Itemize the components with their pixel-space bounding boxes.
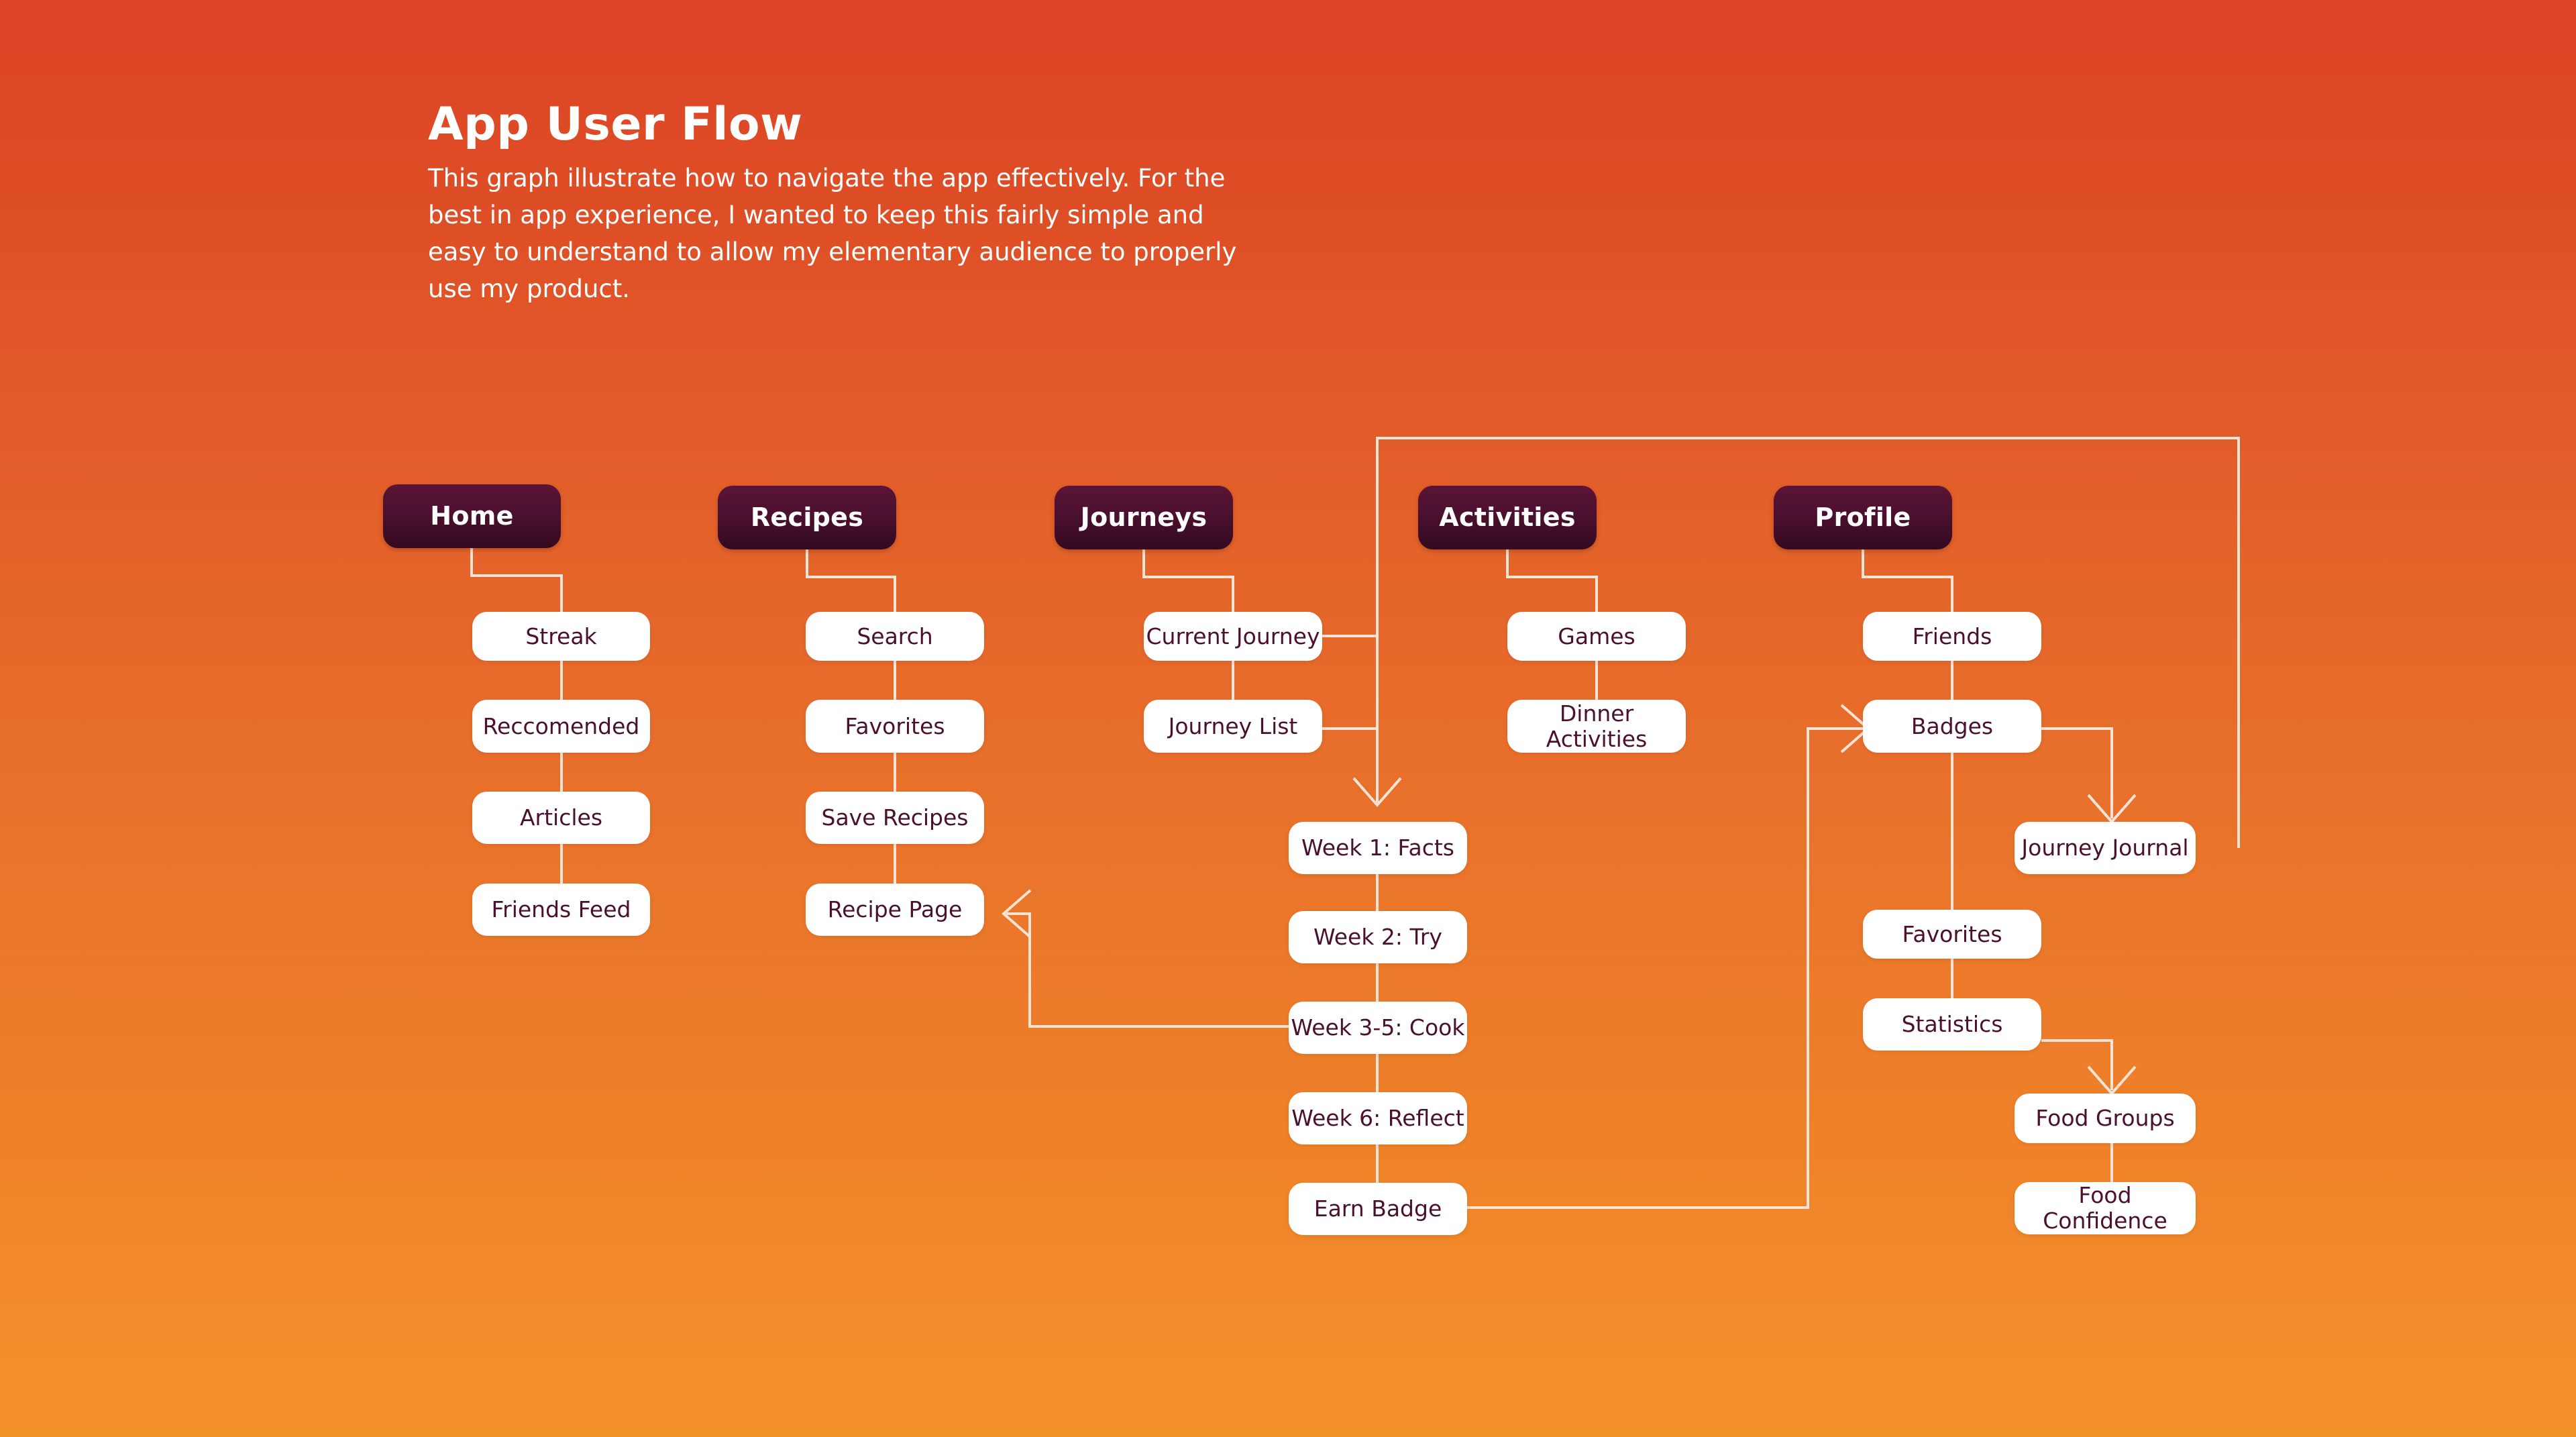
node-profile-favorites[interactable]: Favorites [1863, 910, 2041, 959]
edge-home-to-streak [470, 547, 563, 612]
node-dinner-activities[interactable]: Dinner Activities [1507, 700, 1686, 753]
page-description: This graph illustrate how to navigate th… [428, 164, 1237, 303]
node-food-groups[interactable]: Food Groups [2015, 1094, 2196, 1143]
node-articles[interactable]: Articles [472, 792, 650, 844]
edge-journeys-to-current-journey [1142, 548, 1234, 612]
node-home[interactable]: Home [383, 484, 561, 548]
node-week6-reflect[interactable]: Week 6: Reflect [1289, 1092, 1467, 1145]
arrowhead-into-recipe-page [1001, 889, 1032, 939]
node-games[interactable]: Games [1507, 612, 1686, 661]
node-statistics[interactable]: Statistics [1863, 998, 2041, 1051]
node-badges[interactable]: Badges [1863, 700, 2041, 753]
node-friends[interactable]: Friends [1863, 612, 2041, 661]
header-block: App User Flow This graph illustrate how … [428, 101, 1300, 307]
edge-profile-to-friends [1862, 548, 1953, 612]
node-recipe-page[interactable]: Recipe Page [806, 884, 984, 936]
edge-activities-to-games [1506, 548, 1598, 612]
node-friends-feed[interactable]: Friends Feed [472, 884, 650, 936]
arrowhead-into-food-groups [2087, 1065, 2137, 1096]
node-journey-journal[interactable]: Journey Journal [2015, 822, 2196, 874]
node-recipes-favorites[interactable]: Favorites [806, 700, 984, 753]
node-recipes[interactable]: Recipes [718, 486, 896, 549]
node-current-journey[interactable]: Current Journey [1144, 612, 1322, 661]
node-save-recipes[interactable]: Save Recipes [806, 792, 984, 844]
edge-week35-to-recipe-page [1006, 912, 1289, 1028]
node-streak[interactable]: Streak [472, 612, 650, 661]
edge-badges-to-journey-journal [2041, 727, 2113, 818]
node-activities[interactable]: Activities [1418, 486, 1597, 549]
node-week1-facts[interactable]: Week 1: Facts [1289, 822, 1467, 874]
node-week2-try[interactable]: Week 2: Try [1289, 911, 1467, 963]
arrowhead-into-week1 [1352, 777, 1402, 808]
node-journeys[interactable]: Journeys [1055, 486, 1233, 549]
node-reccomended[interactable]: Reccomended [472, 700, 650, 753]
node-food-confidence[interactable]: Food Confidence [2015, 1182, 2196, 1234]
node-week35-cook[interactable]: Week 3-5: Cook [1289, 1002, 1467, 1054]
edge-earn-badge-to-badges [1467, 727, 1865, 1209]
node-profile[interactable]: Profile [1774, 486, 1952, 549]
node-journey-list[interactable]: Journey List [1144, 700, 1322, 753]
page-title: App User Flow [428, 98, 803, 151]
node-search[interactable]: Search [806, 612, 984, 661]
edge-recipes-to-search [806, 548, 896, 612]
arrowhead-into-journey-journal [2087, 794, 2137, 824]
edge-statistics-to-food-groups [2041, 1039, 2113, 1090]
node-earn-badge[interactable]: Earn Badge [1289, 1183, 1467, 1235]
